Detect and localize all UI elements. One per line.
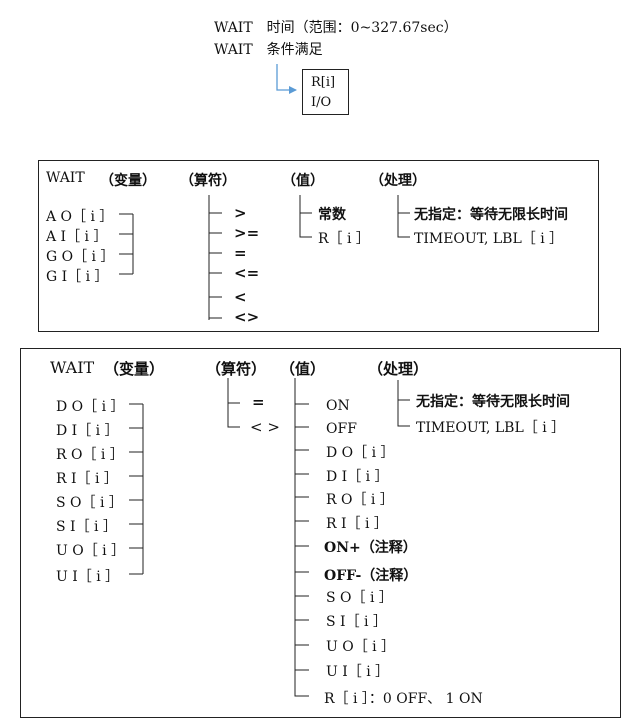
box2-op-item: < >: [250, 418, 280, 436]
box2-var-item: S O［ i ］: [56, 495, 123, 511]
box2-val-item: D I［ i ］: [326, 469, 389, 485]
box2-header-value: （值）: [280, 360, 326, 378]
box2-val-item: U O［ i ］: [326, 639, 396, 655]
box2-proc-item: 无指定：等待无限长时间: [416, 394, 570, 410]
box2-val-item: U I［ i ］: [326, 664, 390, 680]
box2-wait-label: WAIT: [50, 358, 95, 377]
box1-op-item: >=: [234, 224, 260, 242]
box2-header-operator: （算符）: [206, 360, 267, 378]
box1-header-operator: （算符）: [180, 173, 236, 189]
box1-var-item: A I［ i ］: [46, 229, 108, 245]
analog-wait-box: [38, 160, 599, 332]
box2-var-item: U O［ i ］: [56, 543, 126, 559]
wait-time-line: WAIT 时间（范围：0~327.67sec）: [214, 20, 458, 36]
box1-wait-label: WAIT: [46, 170, 85, 186]
box1-header-variable: （变量）: [100, 173, 156, 189]
box2-var-item: S I［ i ］: [56, 519, 117, 535]
box2-val-item: S I［ i ］: [326, 614, 387, 630]
box1-proc-item: TIMEOUT, LBL［ i ］: [414, 231, 564, 247]
box1-op-item: =: [234, 244, 247, 262]
box1-op-item: <>: [234, 308, 260, 326]
box1-op-item: <=: [234, 264, 260, 282]
condition-box: R[i] I/O: [302, 69, 349, 115]
box1-header-process: （处理）: [370, 173, 426, 189]
box2-val-item: ON: [326, 398, 350, 414]
box2-var-item: D O［ i ］: [56, 399, 125, 415]
box1-val-item: 常数: [318, 207, 346, 223]
box2-val-item: R O［ i ］: [326, 492, 394, 508]
box2-val-item: ON+（注释）: [324, 540, 417, 556]
box1-var-item: A O［ i ］: [46, 209, 114, 225]
box2-val-item: D O［ i ］: [326, 445, 395, 461]
box2-val-item: R I［ i ］: [326, 516, 388, 532]
box1-proc-item: 无指定：等待无限长时间: [414, 207, 568, 223]
box2-header-variable: （变量）: [104, 360, 165, 378]
condition-box-io: I/O: [311, 95, 332, 110]
wait-condition-line: WAIT 条件满足: [214, 42, 323, 58]
box2-var-item: R O［ i ］: [56, 447, 124, 463]
box2-op-item: =: [252, 393, 265, 411]
box2-var-item: R I［ i ］: [56, 471, 118, 487]
box2-var-item: D I［ i ］: [56, 423, 119, 439]
box2-val-item: R［ i ］：0 OFF、 1 ON: [324, 691, 483, 707]
box1-op-item: >: [234, 204, 247, 222]
box1-header-value: （值）: [282, 173, 324, 189]
box1-var-item: G O［ i ］: [46, 249, 115, 265]
box2-val-item: OFF: [326, 421, 357, 437]
box2-val-item: OFF-（注释）: [324, 568, 418, 584]
box2-val-item: S O［ i ］: [326, 590, 393, 606]
box2-var-item: U I［ i ］: [56, 569, 120, 585]
condition-box-r: R[i]: [311, 75, 336, 90]
box2-proc-item: TIMEOUT, LBL［ i ］: [416, 420, 566, 436]
box2-header-process: （处理）: [368, 360, 429, 378]
box1-op-item: <: [234, 288, 247, 306]
digital-wait-box: [20, 348, 621, 718]
box1-var-item: G I［ i ］: [46, 269, 109, 285]
box1-val-item: R［ i ］: [318, 231, 370, 247]
